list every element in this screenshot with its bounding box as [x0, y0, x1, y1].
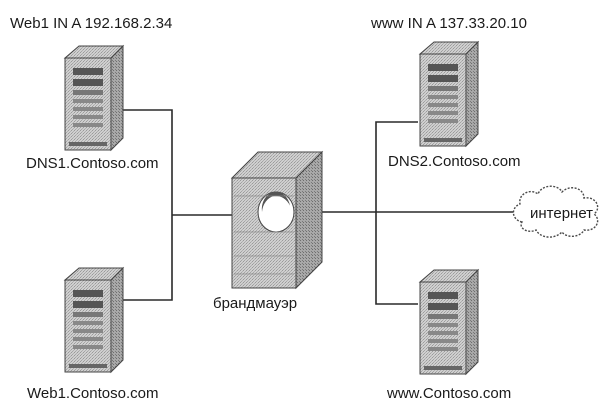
cloud-icon [512, 185, 599, 238]
network-links [116, 109, 518, 305]
server-dns2-icon [419, 41, 479, 147]
server-web1-icon [64, 267, 124, 373]
link-dns1 [116, 109, 173, 215]
dns2-label: DNS2.Contoso.com [388, 153, 521, 170]
web1-dns-record: Web1 IN A 192.168.2.34 [10, 15, 172, 32]
server-dns1-icon [64, 45, 124, 151]
www-dns-record: www IN A 137.33.20.10 [370, 15, 527, 32]
internet-label: интернет [530, 205, 593, 222]
dns1-label: DNS1.Contoso.com [26, 155, 159, 172]
link-web1 [116, 215, 173, 301]
web1-label: Web1.Contoso.com [27, 385, 158, 402]
server-www-icon [419, 269, 479, 375]
firewall-label: брандмауэр [213, 295, 297, 312]
link-dns2 [375, 121, 418, 212]
firewall-wall-icon [230, 150, 324, 290]
link-www [375, 212, 418, 305]
www-label: www.Contoso.com [386, 385, 511, 402]
